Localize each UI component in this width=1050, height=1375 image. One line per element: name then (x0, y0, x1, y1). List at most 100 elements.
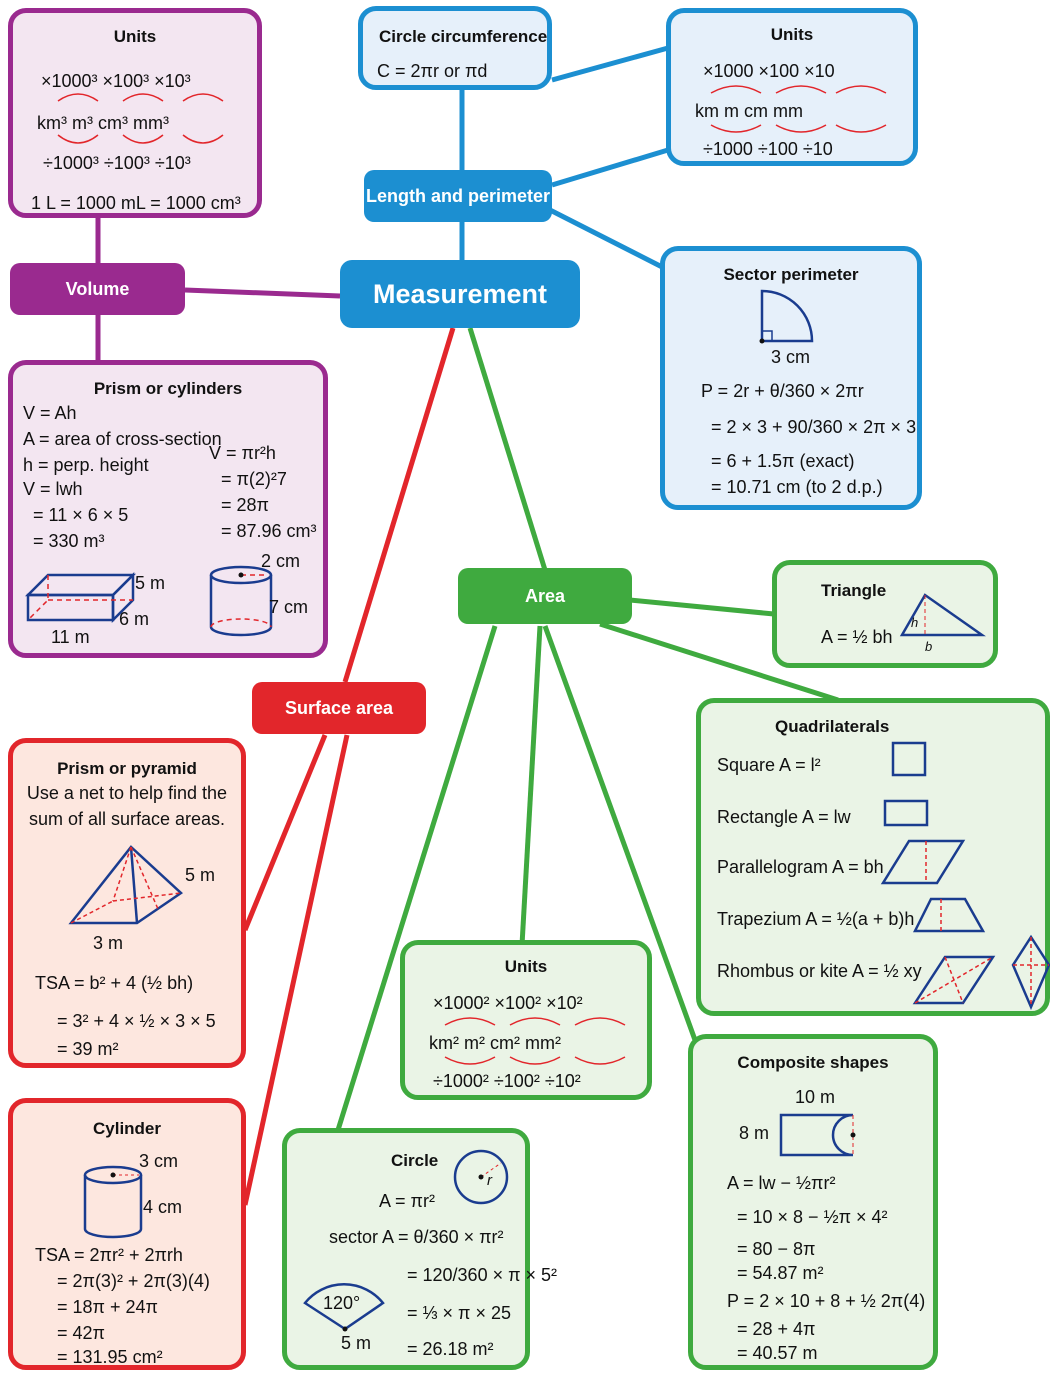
radius-label: 5 m (341, 1333, 372, 1353)
formula-line: = 2π(3)² + 2π(3)(4) (57, 1271, 210, 1291)
rhombus-kite-formula: Rhombus or kite A = ½ xy (717, 961, 922, 981)
formula-line: = 26.18 m² (407, 1339, 494, 1359)
pyramid-diagram (68, 845, 184, 925)
triangle-diagram (899, 593, 986, 637)
formula-line: = 87.96 cm³ (221, 521, 317, 541)
box-title: Triangle (821, 581, 887, 600)
formula-line: = 10.71 cm (to 2 d.p.) (711, 477, 883, 497)
formula-line: A = lw − ½πr² (727, 1173, 836, 1193)
box-title: Units (504, 957, 548, 976)
quarter-sector-diagram (759, 289, 814, 344)
multiply-row: ×1000² ×100² ×10² (433, 993, 583, 1013)
length-perimeter-hub[interactable]: Length and perimeter (364, 170, 552, 222)
formula-line: = 28π (221, 495, 269, 515)
box-title: Circle circumference (379, 27, 548, 46)
cylinder-diagram (83, 1165, 143, 1239)
dimension-label: 8 m (739, 1123, 770, 1143)
formula-line: = 11 × 6 × 5 (33, 505, 129, 525)
formula-line: = 131.95 cm² (57, 1347, 163, 1367)
formula-line: = π(2)²7 (221, 469, 287, 489)
formula-line: = 42π (57, 1323, 105, 1343)
formula-line: h = perp. height (23, 455, 149, 475)
trapezium-formula: Trapezium A = ½(a + b)h (717, 909, 915, 929)
formula-line: sector A = θ/360 × πr² (329, 1227, 504, 1247)
formula-line: V = lwh (23, 479, 83, 499)
formula-line: A = area of cross-section (23, 429, 222, 449)
prism-cylinder-diagram (24, 565, 273, 637)
formula-line: P = 2 × 10 + 8 + ½ 2π(4) (727, 1291, 926, 1311)
multiply-row: ×1000³ ×100³ ×10³ (41, 71, 191, 91)
divide-row: ÷1000 ÷100 ÷10 (703, 139, 833, 159)
formula-line: V = πr²h (209, 443, 276, 463)
triangle-formula: A = ½ bh (821, 627, 893, 647)
multiply-row: ×1000 ×100 ×10 (703, 61, 835, 81)
formula-line: = 18π + 24π (57, 1297, 158, 1317)
dimension-label: 11 m (51, 627, 90, 647)
formula-line: = 330 m³ (33, 531, 105, 551)
formula-line: = 54.87 m² (737, 1263, 824, 1283)
quadrilateral-diagrams (880, 741, 1050, 1011)
dimension-label: 5 m (135, 573, 166, 593)
height-label: 4 cm (143, 1197, 183, 1217)
box-title: Cylinder (92, 1119, 162, 1138)
parallelogram-formula: Parallelogram A = bh (717, 857, 884, 877)
base-label: 3 m (93, 933, 124, 953)
sector-perimeter-box: Sector perimeter 3 cm P = 2r + θ/360 × 2… (660, 246, 922, 510)
dimension-label: 6 m (119, 609, 150, 629)
formula-line: = 40.57 m (737, 1343, 818, 1363)
square-formula: Square A = l² (717, 755, 821, 775)
description-line: Use a net to help find the (26, 783, 228, 803)
formula-line: = 10 × 8 − ½π × 4² (737, 1207, 888, 1227)
box-title: Units (770, 25, 814, 44)
area-units-box: Units ×1000² ×100² ×10² km² m² cm² mm² ÷… (400, 940, 652, 1100)
formula-line: = 120/360 × π × 5² (407, 1265, 558, 1285)
divide-row: ÷1000² ÷100² ÷10² (433, 1071, 581, 1091)
formula-line: TSA = b² + 4 (½ bh) (35, 973, 194, 993)
height-label: h (911, 615, 919, 630)
box-title: Sector perimeter (723, 265, 859, 284)
conversion-arrows (710, 85, 887, 133)
prism-cylinders-box: Prism or cylinders V = Ah A = area of cr… (8, 360, 328, 658)
length-units-box: Units ×1000 ×100 ×10 km m cm mm ÷1000 ÷1… (666, 8, 918, 166)
box-title: Prism or pyramid (57, 759, 197, 778)
prism-pyramid-box: Prism or pyramid Use a net to help find … (8, 738, 246, 1068)
formula-line: = 2 × 3 + 90/360 × 2π × 3 (711, 417, 917, 437)
radius-label: 3 cm (139, 1151, 179, 1171)
formula-line: V = Ah (23, 403, 77, 423)
cylinder-box: Cylinder 3 cm 4 cm TSA = 2πr² + 2πrh = 2… (8, 1098, 246, 1370)
description-line: sum of all surface areas. (28, 809, 226, 829)
formula-line: = ⅓ × π × 25 (407, 1303, 511, 1323)
box-title: Circle (391, 1151, 439, 1170)
rectangle-formula: Rectangle A = lw (717, 807, 851, 827)
formula-line: = 6 + 1.5π (exact) (711, 451, 855, 471)
base-label: b (925, 639, 933, 654)
radius-label: 3 cm (771, 347, 811, 367)
formula-line: = 39 m² (57, 1039, 119, 1059)
conversion-arrows (57, 93, 224, 144)
divide-row: ÷1000³ ÷100³ ÷10³ (43, 153, 191, 173)
quadrilaterals-box: Quadrilaterals Square A = l² Rectangle A… (696, 698, 1050, 1016)
units-row: km m cm mm (695, 101, 803, 121)
units-row: km³ m³ cm³ mm³ (37, 113, 169, 133)
circle-area-box: Circle r A = πr² sector A = θ/360 × πr² … (282, 1128, 557, 1370)
formula-line: = 3² + 4 × ½ × 3 × 5 (57, 1011, 216, 1031)
measurement-central-node[interactable]: Measurement (340, 260, 580, 328)
surface-area-hub[interactable]: Surface area (252, 682, 426, 734)
dimension-label: 7 cm (269, 597, 309, 617)
dimension-label: 10 m (795, 1087, 836, 1107)
volume-hub[interactable]: Volume (10, 263, 185, 315)
formula-line: P = 2r + θ/360 × 2πr (701, 381, 864, 401)
circle-sector-diagram (303, 1149, 509, 1332)
composite-shape-diagram (779, 1113, 856, 1157)
triangle-box: Triangle A = ½ bh h b (772, 560, 998, 668)
box-title: Units (113, 27, 157, 46)
litre-equivalence: 1 L = 1000 mL = 1000 cm³ (31, 193, 241, 213)
formula-line: A = πr² (379, 1191, 435, 1211)
circle-circumference-box: Circle circumference C = 2πr or πd (358, 6, 552, 90)
formula-line: = 80 − 8π (737, 1239, 816, 1259)
box-title: Composite shapes (737, 1053, 889, 1072)
angle-label: 120° (323, 1293, 361, 1313)
volume-units-box: Units ×1000³ ×100³ ×10³ km³ m³ cm³ mm³ ÷… (8, 8, 262, 218)
area-hub[interactable]: Area (458, 568, 632, 624)
